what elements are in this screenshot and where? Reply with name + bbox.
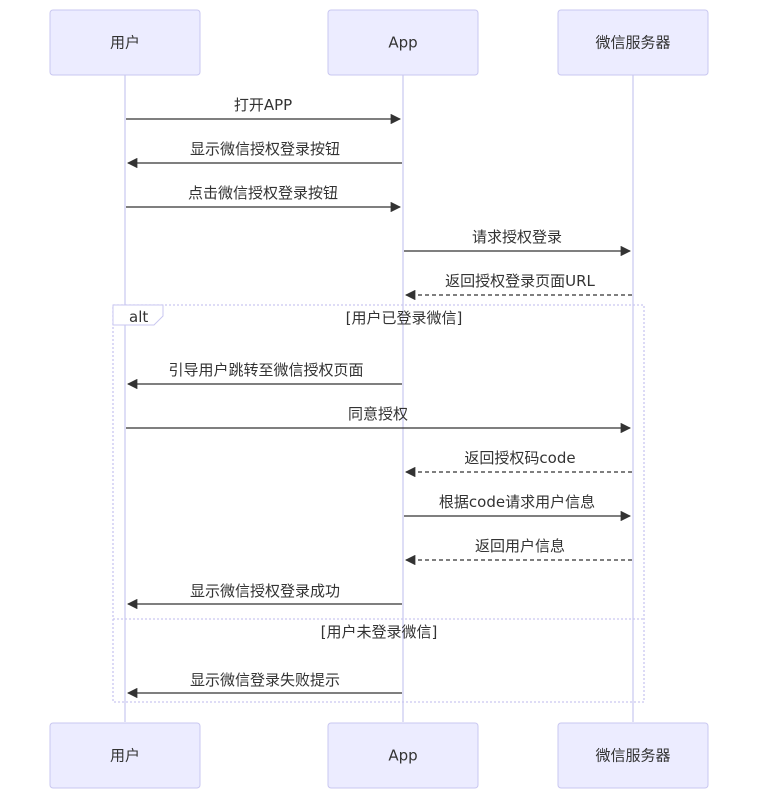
message-9: 根据code请求用户信息 bbox=[404, 493, 632, 522]
actor-app-bottom-label: App bbox=[388, 747, 417, 765]
message-5: 返回授权登录页面URL bbox=[404, 272, 632, 301]
actor-app-bottom: App bbox=[327, 722, 479, 789]
alt-condition-1: [用户已登录微信] bbox=[346, 309, 463, 327]
message-8: 返回授权码code bbox=[404, 449, 632, 478]
message-4: 请求授权登录 bbox=[404, 228, 632, 257]
message-label-2: 显示微信授权登录按钮 bbox=[190, 140, 340, 158]
message-label-1: 打开APP bbox=[234, 96, 292, 114]
message-label-7: 同意授权 bbox=[348, 405, 408, 423]
message-12: 显示微信登录失败提示 bbox=[126, 671, 402, 699]
message-11: 显示微信授权登录成功 bbox=[126, 582, 402, 610]
actor-wechat-server-top-label: 微信服务器 bbox=[595, 34, 670, 52]
message-7: 同意授权 bbox=[126, 405, 632, 434]
message-3: 点击微信授权登录按钮 bbox=[126, 184, 402, 213]
message-label-5: 返回授权登录页面URL bbox=[445, 272, 595, 290]
actor-wechat-server-bottom-label: 微信服务器 bbox=[595, 747, 670, 765]
actor-app-top: App bbox=[327, 9, 479, 76]
message-label-10: 返回用户信息 bbox=[475, 537, 565, 555]
message-label-6: 引导用户跳转至微信授权页面 bbox=[168, 361, 363, 379]
alt-condition-2: [用户未登录微信] bbox=[321, 623, 438, 641]
message-10: 返回用户信息 bbox=[404, 537, 632, 566]
message-label-4: 请求授权登录 bbox=[472, 228, 562, 246]
actor-app-top-label: App bbox=[388, 34, 417, 52]
actor-wechat-server-bottom: 微信服务器 bbox=[557, 722, 709, 789]
actor-user-bottom: 用户 bbox=[49, 722, 201, 789]
message-label-8: 返回授权码code bbox=[464, 449, 575, 467]
actor-user-top: 用户 bbox=[49, 9, 201, 76]
alt-frame: alt [用户已登录微信] [用户未登录微信] bbox=[112, 304, 645, 703]
message-label-12: 显示微信登录失败提示 bbox=[190, 671, 340, 689]
actor-user-bottom-label: 用户 bbox=[110, 747, 140, 765]
actor-wechat-server-top: 微信服务器 bbox=[557, 9, 709, 76]
alt-keyword: alt bbox=[129, 308, 148, 326]
message-label-11: 显示微信授权登录成功 bbox=[190, 582, 340, 600]
message-2: 显示微信授权登录按钮 bbox=[126, 140, 402, 169]
message-label-9: 根据code请求用户信息 bbox=[439, 493, 595, 511]
message-1: 打开APP bbox=[126, 96, 402, 125]
actor-user-top-label: 用户 bbox=[110, 34, 140, 52]
message-6: 引导用户跳转至微信授权页面 bbox=[126, 361, 402, 390]
message-label-3: 点击微信授权登录按钮 bbox=[188, 184, 338, 202]
